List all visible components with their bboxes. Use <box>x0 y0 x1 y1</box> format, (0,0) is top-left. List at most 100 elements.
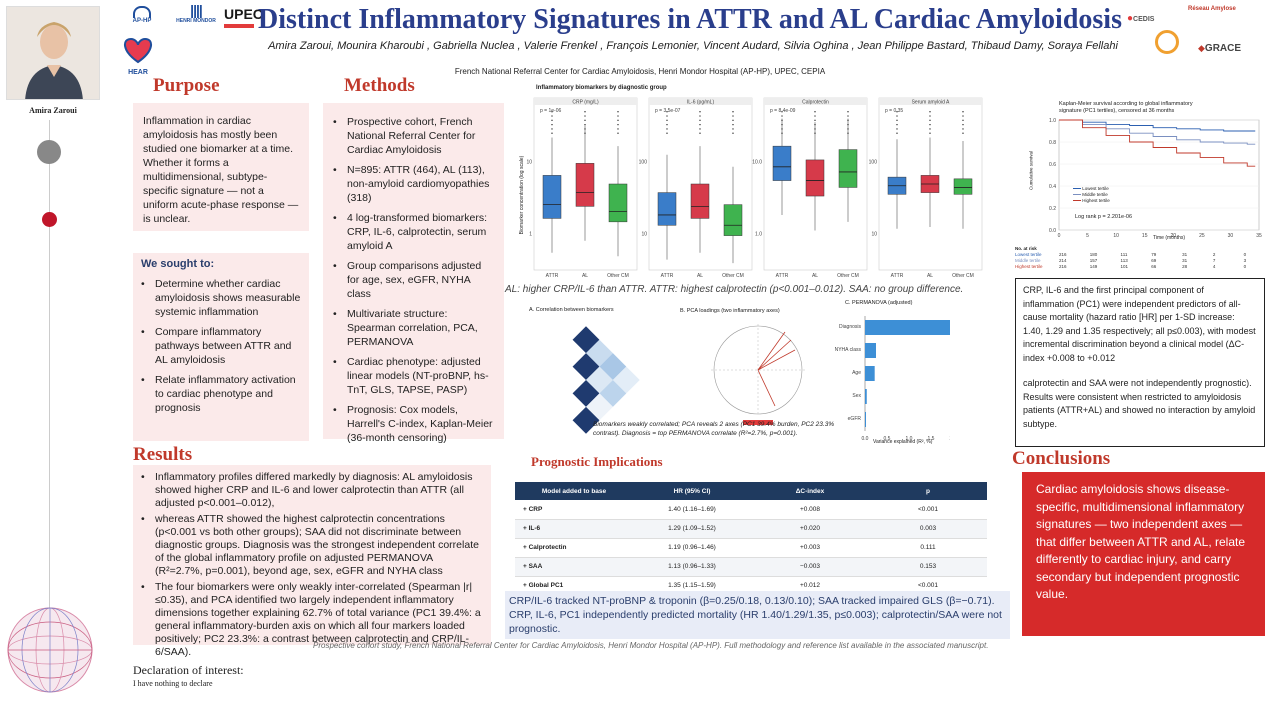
table-row: + Calprotectin 1.19 (0.96–1.46) +0.003 0… <box>515 538 987 558</box>
boxplot-outlier <box>896 128 898 130</box>
heart-icon <box>124 37 152 64</box>
table-cell: 1.40 (1.16–1.69) <box>633 500 751 520</box>
declaration-text: I have nothing to declare <box>133 679 213 688</box>
boxplot-outlier <box>847 111 849 113</box>
boxplot-outlier <box>584 115 586 117</box>
km-legend: Lowest tertile Middle tertile Highest te… <box>1073 186 1110 204</box>
boxplot-outlier <box>929 123 931 126</box>
boxplot-ytick: 10.0 <box>752 159 762 165</box>
table-cell: 0.003 <box>869 519 987 539</box>
permanova-bar <box>865 412 866 427</box>
boxplot-outlier <box>896 132 898 134</box>
km-at-risk-cell: 28 <box>1182 264 1188 269</box>
boxplot-outlier <box>814 128 816 130</box>
boxplot-ytick: 1.0 <box>755 232 762 238</box>
boxplot-pvalue: p = 8.4e-09 <box>770 108 796 114</box>
boxplot-xtick: ATTR <box>546 273 559 279</box>
boxplot-box <box>838 149 858 188</box>
boxplot-outlier <box>781 119 783 122</box>
km-title: Kaplan-Meier survival according to globa… <box>1059 101 1193 114</box>
boxplot-box <box>772 145 792 181</box>
boxplot-ytick: 10 <box>871 232 877 238</box>
km-at-risk-cell: 7 <box>1212 258 1216 263</box>
km-at-risk-cell: 69 <box>1151 258 1157 263</box>
boxplot-outlier <box>929 128 931 130</box>
boxplot-outlier <box>584 111 586 113</box>
boxplot-outlier <box>584 119 586 122</box>
table-cell: + IL-6 <box>515 519 633 539</box>
boxplot-outlier <box>551 123 553 126</box>
figure2: A. Correlation between biomarkers B. PCA… <box>523 298 983 448</box>
km-xtick: 30 <box>1228 233 1234 239</box>
purpose-heading: Purpose <box>153 75 220 96</box>
km-ytick: 0.8 <box>1049 140 1056 146</box>
boxplot-outlier <box>814 111 816 113</box>
km-at-risk-cell: 31 <box>1182 252 1188 257</box>
km-at-risk-cell: 180 <box>1089 252 1098 257</box>
permanova-xtick: 0.0 <box>862 436 869 442</box>
logo-grace: ◆GRACE <box>1198 43 1242 54</box>
boxplot-outlier <box>896 115 898 117</box>
logo-hear: HEAR <box>116 36 160 76</box>
boxplot-outlier <box>617 132 619 134</box>
boxplot-outlier <box>732 128 734 130</box>
table-cell: −0.003 <box>751 557 869 577</box>
boxplot-box <box>657 192 677 226</box>
boxplot-xtick: Other CM <box>607 273 629 279</box>
boxplot-outlier <box>584 132 586 134</box>
boxplot-box <box>575 163 595 207</box>
km-curve <box>1059 119 1256 132</box>
boxplot-outlier <box>699 123 701 126</box>
km-xtick: 0 <box>1058 233 1061 239</box>
boxplot-outlier <box>617 128 619 130</box>
boxplot-outlier <box>814 132 816 134</box>
km-at-risk-cell: 79 <box>1151 252 1157 257</box>
boxplot-outlier <box>666 115 668 117</box>
methods-item: Cardiac phenotype: adjusted linear model… <box>333 355 496 397</box>
permanova-bar <box>865 389 867 404</box>
permanova-bar-label: Diagnosis <box>839 324 861 330</box>
km-xtick: 20 <box>1171 233 1177 239</box>
methods-heading: Methods <box>344 75 415 96</box>
boxplot-outlier <box>847 123 849 126</box>
km-at-risk-cell: 113 <box>1120 258 1128 263</box>
results-list: Inflammatory profiles differed markedly … <box>141 471 483 659</box>
presenter-portrait <box>7 7 99 99</box>
fig2-panel-b-title: B. PCA loadings (two inflammatory axes) <box>680 308 780 314</box>
authors: Amira Zaroui, Mounira Kharoubi , Gabriel… <box>268 40 1118 52</box>
boxplot-panel-strip <box>764 98 867 105</box>
logo-reseau-amylose: Réseau Amylose <box>1188 6 1250 26</box>
boxplot-outlier <box>962 128 964 130</box>
boxplot-outlier <box>666 132 668 134</box>
boxplot-panel-title: Serum amyloid A <box>912 100 950 106</box>
sought-item: Determine whether cardiac amyloidosis sh… <box>141 277 301 319</box>
table-cell: + SAA <box>515 557 633 577</box>
boxplot-xtick: AL <box>697 273 703 279</box>
km-xtick: 5 <box>1086 233 1089 239</box>
km-xtick: 10 <box>1113 233 1119 239</box>
methods-item: Group comparisons adjusted for age, sex,… <box>333 259 496 301</box>
boxplot-ytick: 100 <box>639 159 648 165</box>
boxplot-pvalue: p = 0.35 <box>885 108 903 114</box>
boxplot-outlier <box>584 123 586 126</box>
km-ytick: 0.0 <box>1049 228 1056 234</box>
conclusions-box: Cardiac amyloidosis shows disease-specif… <box>1022 472 1265 636</box>
km-ytick: 0.2 <box>1049 206 1056 212</box>
boxplot-outlier <box>584 128 586 130</box>
sought-box: We sought to: Determine whether cardiac … <box>133 253 309 441</box>
prognostic-heading: Prognostic Implications <box>531 454 663 469</box>
prognostic-summary: CRP/IL-6 tracked NT-proBNP & troponin (β… <box>509 595 1002 635</box>
logo-upec: UPEC <box>224 6 264 34</box>
boxplot-ytick: 1 <box>529 232 532 238</box>
results-item: Inflammatory profiles differed markedly … <box>141 471 483 510</box>
boxplot-outlier <box>666 128 668 130</box>
boxplot-xtick: ATTR <box>661 273 674 279</box>
km-at-risk-cell: 66 <box>1151 264 1157 269</box>
boxplot-xtick: Other CM <box>952 273 974 279</box>
km-at-risk-cell: 4 <box>1212 264 1216 269</box>
boxplot-ytick: 10 <box>526 159 532 165</box>
table-row: + CRP 1.40 (1.16–1.69) +0.008 <0.001 <box>515 500 987 520</box>
boxplot-box <box>542 175 562 219</box>
km-legend-label: Highest tertile <box>1082 198 1110 203</box>
boxplot-outlier <box>551 111 553 113</box>
